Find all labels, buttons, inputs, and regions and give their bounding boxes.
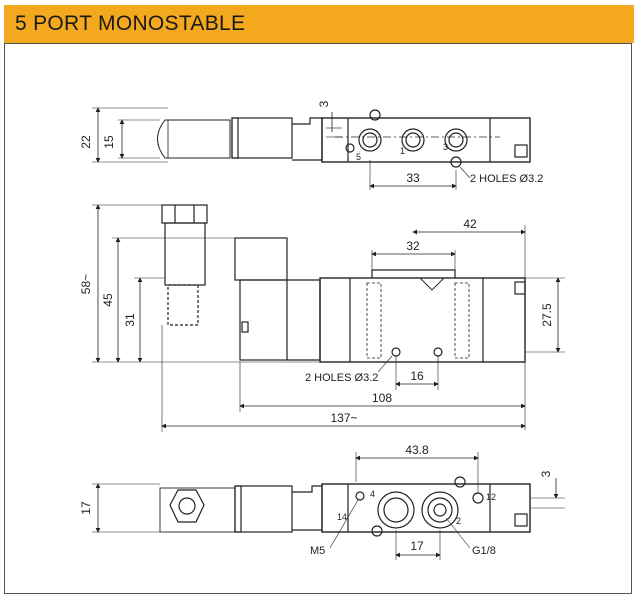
page-title: 5 PORT MONOSTABLE (15, 12, 246, 35)
dim-top-33: 33 (406, 171, 420, 185)
dim-side-16: 16 (410, 369, 424, 383)
dim-side-42: 42 (463, 217, 477, 231)
port-label-1: 1 (400, 146, 405, 156)
dim-side-108: 108 (372, 391, 392, 405)
dim-side-31: 31 (123, 313, 137, 327)
port-label-5: 5 (356, 152, 361, 162)
dim-top-3: 3 (317, 100, 331, 107)
dim-side-137: 137~ (330, 411, 357, 425)
bottom-view (92, 452, 565, 560)
dim-top-15: 15 (102, 135, 116, 149)
dim-bottom-17: 17 (79, 501, 93, 515)
dim-bottom-43-8: 43.8 (405, 443, 429, 457)
top-holes-note: 2 HOLES Ø3.2 (470, 173, 543, 185)
dim-bottom-17-pitch: 17 (410, 539, 424, 553)
top-view (92, 107, 531, 190)
side-holes-note: 2 HOLES Ø3.2 (305, 372, 378, 384)
dim-side-27-5: 27.5 (540, 303, 554, 327)
title-bar: 5 PORT MONOSTABLE (4, 5, 634, 43)
side-view (92, 204, 565, 432)
dim-bottom-3: 3 (539, 470, 553, 477)
dim-side-32: 32 (406, 239, 420, 253)
thread-g18: G1/8 (472, 545, 496, 557)
dim-side-45: 45 (101, 293, 115, 307)
port-label-14: 14 (337, 512, 347, 522)
port-label-3: 3 (443, 142, 448, 152)
dim-side-58: 58~ (79, 274, 93, 294)
port-label-4: 4 (370, 489, 375, 499)
port-label-2: 2 (456, 516, 461, 526)
thread-m5: M5 (310, 545, 325, 557)
drawing-frame (4, 43, 632, 594)
dim-top-22: 22 (79, 135, 93, 149)
port-label-12: 12 (486, 492, 496, 502)
